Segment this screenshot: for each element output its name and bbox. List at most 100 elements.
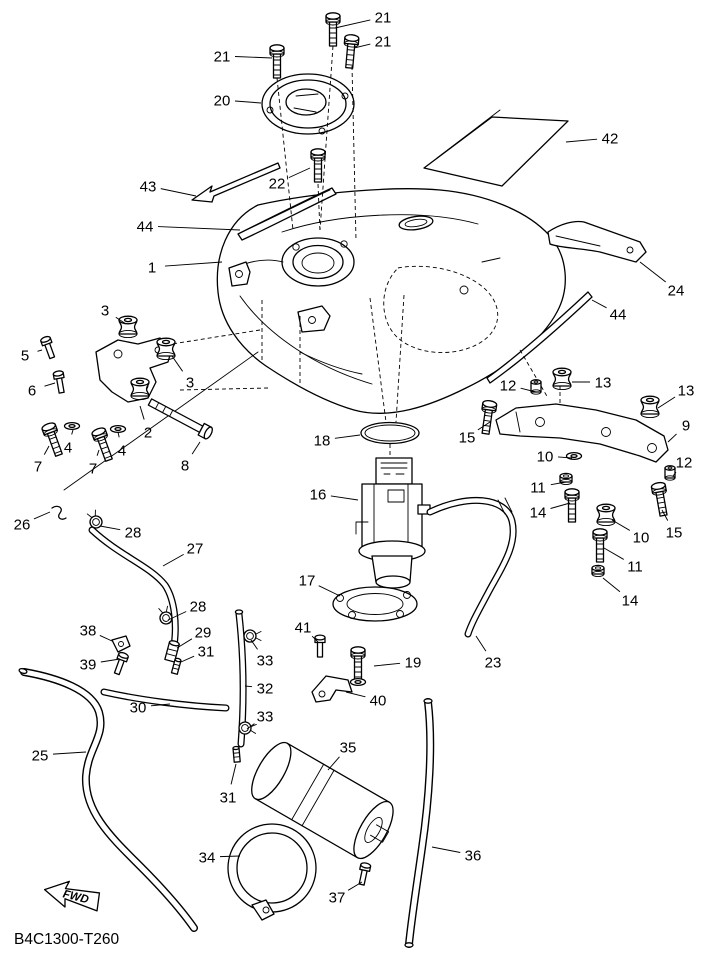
washer-10: [565, 451, 583, 461]
filler-cap-20: [261, 73, 355, 135]
callout-24: 24: [668, 283, 685, 300]
leader-line: [157, 226, 241, 231]
leader-line: [37, 349, 43, 352]
reference-line: [63, 351, 259, 491]
callout-11: 11: [627, 559, 643, 576]
callout-14: 14: [622, 593, 639, 610]
callout-21: 21: [375, 34, 392, 51]
callout-25: 25: [32, 748, 49, 765]
leader-line: [99, 634, 113, 642]
callout-6: 6: [28, 383, 36, 400]
callout-4: 4: [64, 440, 72, 457]
bracket-24: [547, 220, 647, 263]
leader-line: [117, 431, 120, 438]
bracket-40: [311, 675, 353, 703]
callout-18: 18: [314, 433, 331, 450]
fuel-pump-16: [355, 457, 431, 589]
fitting-31: [232, 745, 241, 763]
leader-line: [288, 167, 311, 179]
leader-line: [557, 456, 573, 459]
leader-line: [167, 611, 187, 621]
callout-12: 12: [676, 455, 693, 472]
callout-14: 14: [530, 505, 547, 522]
callout-23: 23: [485, 655, 502, 672]
callout-44: 44: [610, 307, 627, 324]
trim-strip-44-left: [237, 187, 337, 241]
callout-13: 13: [595, 375, 612, 392]
leader-line: [373, 662, 401, 667]
bolt-5: [39, 334, 58, 361]
leader-line: [52, 751, 87, 755]
clamp-28: [85, 508, 105, 531]
leader-line: [672, 471, 677, 477]
callout-30: 30: [130, 700, 147, 717]
callout-5: 5: [21, 348, 29, 365]
canister-35: [251, 741, 394, 860]
callout-12: 12: [500, 378, 517, 395]
leader-line: [565, 138, 598, 143]
bolt-7: [40, 420, 67, 459]
callout-26: 26: [14, 517, 31, 534]
callout-3: 3: [101, 303, 109, 320]
leader-line: [550, 481, 567, 486]
bolt-22: [310, 148, 326, 183]
washer-4: [63, 421, 81, 431]
joint-29: [164, 640, 180, 663]
callout-39: 39: [80, 657, 97, 674]
leader-line: [71, 429, 74, 435]
bolt-7: [90, 425, 117, 464]
callout-32: 32: [257, 681, 274, 698]
callout-27: 27: [187, 541, 204, 558]
leader-line: [96, 449, 100, 456]
leader-line: [180, 655, 195, 663]
callout-42: 42: [602, 131, 619, 148]
bolt-21: [269, 44, 285, 79]
callout-3: 3: [186, 375, 194, 392]
hose-30: [100, 688, 230, 712]
callout-29: 29: [195, 625, 212, 642]
bolt-8: [147, 398, 213, 440]
leader-line: [44, 382, 56, 387]
leader-line: [639, 261, 667, 283]
callout-34: 34: [199, 850, 216, 867]
bolt-14: [564, 488, 580, 523]
callout-35: 35: [340, 740, 357, 757]
callout-28: 28: [190, 599, 207, 616]
bolt-19: [350, 646, 366, 681]
damper-13: [640, 395, 660, 419]
bolt-19-washer: [349, 677, 367, 687]
callout-38: 38: [80, 623, 97, 640]
damper-3: [130, 377, 150, 401]
callout-41: 41: [295, 620, 312, 637]
leader-line: [115, 316, 127, 325]
leader-line: [164, 261, 223, 267]
callout-40: 40: [370, 693, 387, 710]
leader-line: [171, 355, 183, 372]
callout-1: 1: [148, 260, 156, 277]
leader-line: [234, 100, 262, 104]
collar-12: [664, 465, 676, 481]
leader-line: [219, 855, 241, 858]
callout-33: 33: [257, 653, 274, 670]
leader-line: [334, 19, 371, 29]
callout-7: 7: [34, 459, 42, 476]
bolt-21: [341, 33, 360, 70]
leader-line: [33, 511, 51, 520]
leader-line: [43, 445, 50, 455]
callout-11: 11: [530, 480, 546, 497]
pad-42: [423, 109, 569, 187]
leader-line: [334, 434, 361, 439]
leader-line: [139, 405, 145, 420]
damper-13: [552, 367, 572, 391]
gasket-17: [332, 586, 418, 622]
callout-36: 36: [465, 848, 482, 865]
leader-line: [176, 638, 193, 649]
callout-22: 22: [269, 176, 286, 193]
bolt-21: [325, 12, 341, 47]
callout-33: 33: [257, 709, 274, 726]
callout-19: 19: [405, 655, 422, 672]
callout-43: 43: [140, 179, 157, 196]
leader-line: [477, 421, 491, 431]
leader-line: [318, 585, 341, 597]
